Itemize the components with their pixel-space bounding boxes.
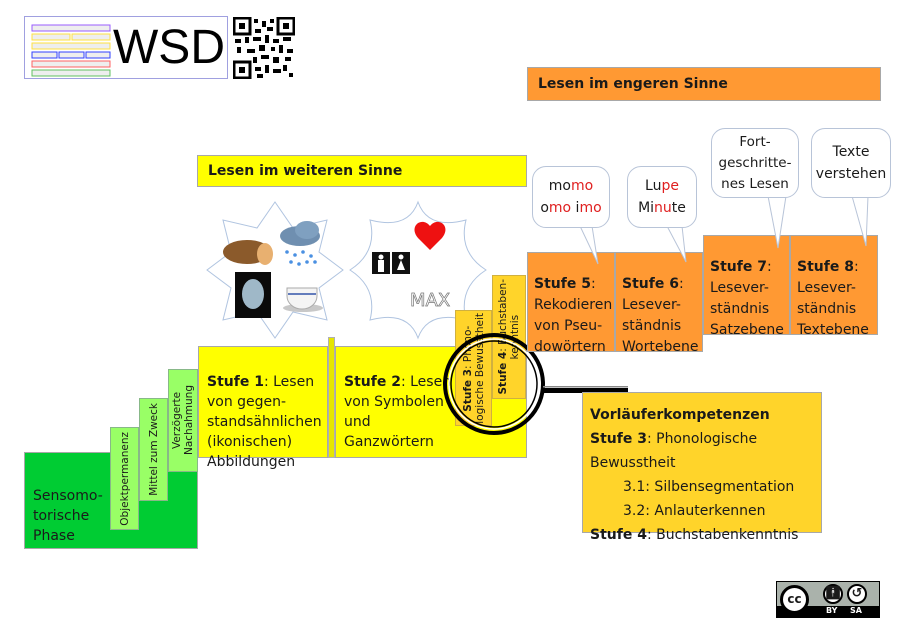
wsd-logo[interactable]: WSD [24,16,228,79]
sa-label: SA [850,606,862,615]
stage-5: Stufe 5: Rekodieren von Pseu- dowörtern [527,252,615,355]
stage-1-text: Lesen von gegen- standsähnlichen (ikonis… [207,374,322,470]
stage-8: Stufe 8: Lesever- ständnis Textebene [790,235,878,338]
stage-divider [328,337,335,458]
precursor-stage-3-2: 3.2: Anlauterkennen [623,503,766,519]
cc-by-sa-badge[interactable]: cc 🚹︎ ↺ BY SA [776,581,880,618]
precursor-title: Vorläuferkompetenzen [590,407,770,423]
stage-7-title: Stufe 7 [710,259,767,275]
header-narrow-sense-label: Lesen im engeren Sinne [538,76,728,92]
precursor-box: Vorläuferkompetenzen Stufe 3: Phonologis… [582,392,822,543]
precursor-stage-3: Stufe 3: Phonologische Bewusstheit [590,431,758,471]
qr-code-icon[interactable] [233,17,295,79]
sensomotor-label: Sensomo- torische Phase [33,488,103,544]
stage-6-text: Lesever- ständnis Wortebene [622,297,699,355]
stage-7: Stufe 7: Lesever- ständnis Satzebene [703,235,790,338]
stage-1: Stufe 1: Lesen von gegen- standsähnliche… [198,346,328,470]
stage-8-text: Lesever- ständnis Textebene [797,280,869,338]
stage-7-text: Lesever- ständnis Satzebene [710,280,784,338]
cc-icon: cc [780,585,809,614]
stage-8-title: Stufe 8 [797,259,854,275]
stage-6-title: Stufe 6 [622,276,679,292]
wsd-diagram-thumbnail-icon [31,24,111,77]
bread-icon [223,240,273,265]
substep-objektpermanenz: Objektpermanenz [110,427,139,530]
header-wide-sense: Lesen im weiteren Sinne [197,155,527,187]
by-label: BY [826,606,838,615]
sa-icon: ↺ [847,584,867,604]
precursor-stage-4: Stufe 4: Buchstabenkenntnis [590,527,799,543]
bubble-stage-7: Fort- geschritte- nes Lesen [711,128,799,198]
stage-5-title: Stufe 5 [534,276,591,292]
stage-2-text: Lesen von Symbolen und Ganzwörtern [344,374,452,450]
stage-6: Stufe 6: Lesever- ständnis Wortebene [615,252,703,355]
rain-cloud-icon [280,221,320,266]
magnifier-icon [443,333,628,435]
header-wide-sense-label: Lesen im weiteren Sinne [208,163,403,179]
stage-1-title: Stufe 1 [207,374,264,390]
coffee-cup-icon [283,287,323,312]
bubble-stage-8: Texte verstehen [811,128,891,198]
heart-icon [414,221,446,250]
stage1-illustration [206,201,344,339]
stage2-illustration: MAX [349,200,487,340]
by-icon: 🚹︎ [823,584,843,604]
header-narrow-sense: Lesen im engeren Sinne [527,67,881,101]
substep-verzoegerte-nachahmung: Verzögerte Nachahmung [168,369,198,472]
face-portrait-icon [235,272,271,318]
stage-3: Stufe 3: Phono- logische Bewusstheit [455,310,492,426]
stage-2-title: Stufe 2 [344,374,401,390]
precursor-stage-3-1: 3.1: Silbensegmentation [623,479,795,495]
max-handwriting: MAX [410,290,450,311]
wsd-title: WSD [113,21,225,74]
stage-5-text: Rekodieren von Pseu- dowörtern [534,297,613,355]
restroom-sign-icon [372,252,410,274]
substep-mittel-zum-zweck: Mittel zum Zweck [139,398,168,501]
